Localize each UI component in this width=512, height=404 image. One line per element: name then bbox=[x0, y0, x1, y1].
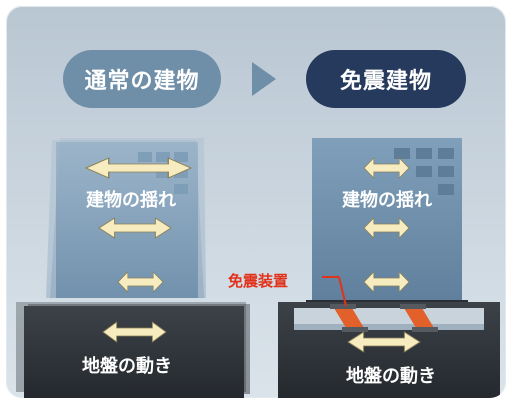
isolated-building-title: 免震建物 bbox=[306, 50, 466, 108]
triangle-right-icon bbox=[252, 62, 276, 96]
left-ground-motion-label: 地盤の動き bbox=[82, 356, 172, 377]
isolation-bearing bbox=[330, 304, 438, 332]
diagram-card: 通常の建物 免震建物 建物の揺れ 地盤の動き 建物の揺れ 地盤の動き 免震装置 bbox=[6, 6, 506, 398]
device-leader-line-2 bbox=[338, 276, 347, 307]
right-building-sway-label: 建物の揺れ bbox=[342, 190, 432, 211]
right-ground-motion-label: 地盤の動き bbox=[346, 366, 436, 387]
left-building-sway-label: 建物の揺れ bbox=[86, 190, 176, 211]
normal-ground bbox=[16, 302, 250, 398]
normal-building-title: 通常の建物 bbox=[63, 50, 221, 108]
isolation-device-label: 免震装置 bbox=[228, 272, 289, 290]
diagram-illustration bbox=[16, 138, 500, 398]
